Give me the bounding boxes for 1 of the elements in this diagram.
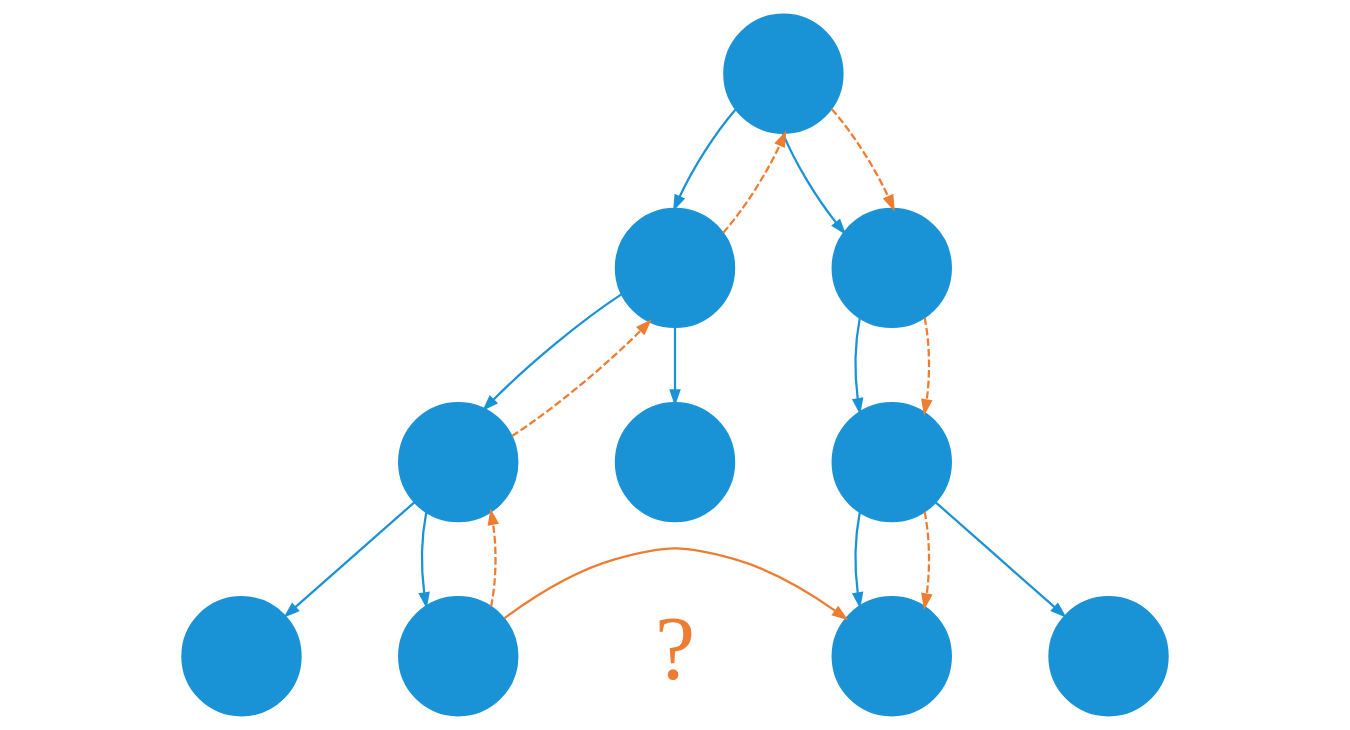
- label: ?: [654, 598, 696, 699]
